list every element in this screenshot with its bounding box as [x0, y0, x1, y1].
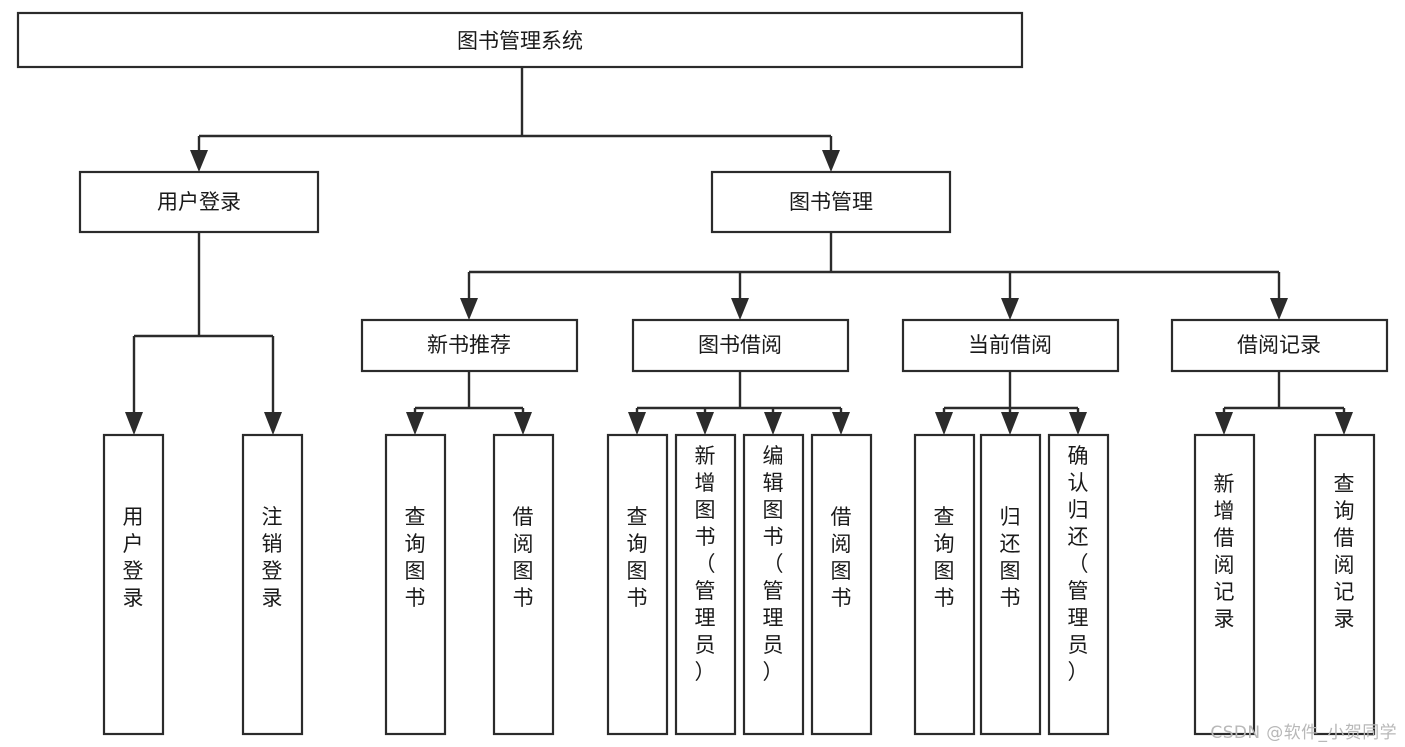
- node-leaf-borrow-book-2-label: 借阅图书: [831, 505, 852, 610]
- node-borrow-record-box[interactable]: [1170, 318, 1389, 373]
- arrow-to-leaf-query-book-2: [628, 412, 646, 435]
- arrow-to-leaf-query-book-3: [935, 412, 953, 435]
- arrow-to-leaf-borrow-book-2: [832, 412, 850, 435]
- edges-layer: [125, 67, 1353, 435]
- node-leaf-borrow-book-1[interactable]: 借阅图书: [492, 433, 555, 736]
- node-leaf-query-book-1[interactable]: 查询图书: [384, 433, 447, 736]
- node-leaf-confirm-return-label: 确认归还（管理员）: [1068, 444, 1089, 684]
- node-leaf-query-book-1-box[interactable]: [384, 433, 447, 736]
- node-book-management-box[interactable]: [710, 170, 952, 234]
- node-leaf-query-record-box[interactable]: [1313, 433, 1376, 736]
- node-leaf-query-record[interactable]: 查询借阅记录: [1313, 433, 1376, 736]
- arrow-to-leaf-borrow-book-1: [514, 412, 532, 435]
- csdn-watermark: CSDN @软件_小贺同学: [1210, 723, 1397, 743]
- node-leaf-confirm-return-box[interactable]: [1047, 433, 1110, 736]
- arrow-to-user-login: [190, 150, 208, 172]
- node-current-borrow-label: 当前借阅: [968, 333, 1052, 357]
- node-leaf-add-book-box[interactable]: [674, 433, 737, 736]
- arrow-to-leaf-return-book: [1001, 412, 1019, 435]
- arrow-to-leaf-edit-book: [764, 412, 782, 435]
- node-leaf-user-login-box[interactable]: [102, 433, 165, 736]
- node-leaf-borrow-book-1-label: 借阅图书: [513, 505, 534, 610]
- node-root-label: 图书管理系统: [457, 29, 583, 53]
- arrow-to-leaf-add-book: [696, 412, 714, 435]
- node-leaf-edit-book-label: 编辑图书（管理员）: [763, 444, 784, 684]
- edge-borrow-record-trunk: [1222, 371, 1346, 418]
- arrow-to-current-borrow: [1001, 298, 1019, 320]
- node-new-book-recommend-box[interactable]: [360, 318, 579, 373]
- node-user-login-label: 用户登录: [157, 190, 241, 214]
- node-new-book-recommend[interactable]: 新书推荐: [360, 318, 579, 373]
- node-leaf-logout-login[interactable]: 注销登录: [241, 433, 304, 736]
- arrow-to-leaf-logout-login: [264, 412, 282, 435]
- node-leaf-add-book[interactable]: 新增图书（管理员）: [674, 433, 737, 736]
- node-current-borrow[interactable]: 当前借阅: [901, 318, 1120, 373]
- node-leaf-confirm-return[interactable]: 确认归还（管理员）: [1047, 433, 1110, 736]
- node-user-login[interactable]: 用户登录: [78, 170, 320, 234]
- node-leaf-query-book-3[interactable]: 查询图书: [913, 433, 976, 736]
- node-leaf-return-book[interactable]: 归还图书: [979, 433, 1042, 736]
- node-leaf-user-login-label: 用户登录: [123, 505, 144, 610]
- edge-book-borrow-trunk: [635, 371, 843, 418]
- node-current-borrow-box[interactable]: [901, 318, 1120, 373]
- node-book-management-label: 图书管理: [789, 190, 873, 214]
- node-book-borrow-box[interactable]: [631, 318, 850, 373]
- node-leaf-add-record[interactable]: 新增借阅记录: [1193, 433, 1256, 736]
- node-leaf-query-record-label: 查询借阅记录: [1334, 472, 1355, 631]
- node-leaf-add-record-box[interactable]: [1193, 433, 1256, 736]
- arrow-to-book-management: [822, 150, 840, 172]
- node-leaf-query-book-3-box[interactable]: [913, 433, 976, 736]
- node-borrow-record-label: 借阅记录: [1237, 333, 1321, 357]
- edge-root-trunk: [197, 67, 833, 156]
- node-leaf-borrow-book-2-box[interactable]: [810, 433, 873, 736]
- node-leaf-edit-book[interactable]: 编辑图书（管理员）: [742, 433, 805, 736]
- node-leaf-query-book-1-label: 查询图书: [405, 505, 426, 610]
- edge-new-book-recommend-trunk: [413, 371, 525, 418]
- node-book-borrow-label: 图书借阅: [698, 333, 782, 357]
- node-leaf-query-book-2-label: 查询图书: [627, 505, 648, 610]
- node-borrow-record[interactable]: 借阅记录: [1170, 318, 1389, 373]
- node-leaf-borrow-book-2[interactable]: 借阅图书: [810, 433, 873, 736]
- node-root-box[interactable]: [16, 11, 1024, 69]
- edge-book-management-trunk: [467, 232, 1281, 304]
- edge-current-borrow-trunk: [942, 371, 1080, 418]
- node-leaf-logout-login-label: 注销登录: [262, 505, 283, 610]
- arrow-to-leaf-query-book-1: [406, 412, 424, 435]
- node-leaf-return-book-box[interactable]: [979, 433, 1042, 736]
- arrow-to-leaf-add-record: [1215, 412, 1233, 435]
- arrow-to-leaf-confirm-return: [1069, 412, 1087, 435]
- node-leaf-return-book-label: 归还图书: [1000, 505, 1021, 610]
- node-root-system[interactable]: 图书管理系统: [16, 11, 1024, 69]
- node-book-management[interactable]: 图书管理: [710, 170, 952, 234]
- node-new-book-recommend-label: 新书推荐: [427, 333, 511, 357]
- arrow-to-borrow-record: [1270, 298, 1288, 320]
- arrow-to-leaf-query-record: [1335, 412, 1353, 435]
- arrow-to-new-book-recommend: [460, 298, 478, 320]
- arrow-to-book-borrow: [731, 298, 749, 320]
- node-user-login-box[interactable]: [78, 170, 320, 234]
- node-leaf-logout-login-box[interactable]: [241, 433, 304, 736]
- arrow-to-leaf-user-login: [125, 412, 143, 435]
- node-leaf-query-book-3-label: 查询图书: [934, 505, 955, 610]
- node-leaf-user-login[interactable]: 用户登录: [102, 433, 165, 736]
- node-leaf-add-book-label: 新增图书（管理员）: [695, 444, 716, 684]
- node-leaf-add-record-label: 新增借阅记录: [1214, 472, 1235, 631]
- node-leaf-query-book-2-box[interactable]: [606, 433, 669, 736]
- node-book-borrow[interactable]: 图书借阅: [631, 318, 850, 373]
- edge-user-login-trunk: [132, 232, 275, 418]
- node-leaf-edit-book-box[interactable]: [742, 433, 805, 736]
- node-leaf-query-book-2[interactable]: 查询图书: [606, 433, 669, 736]
- node-leaf-borrow-book-1-box[interactable]: [492, 433, 555, 736]
